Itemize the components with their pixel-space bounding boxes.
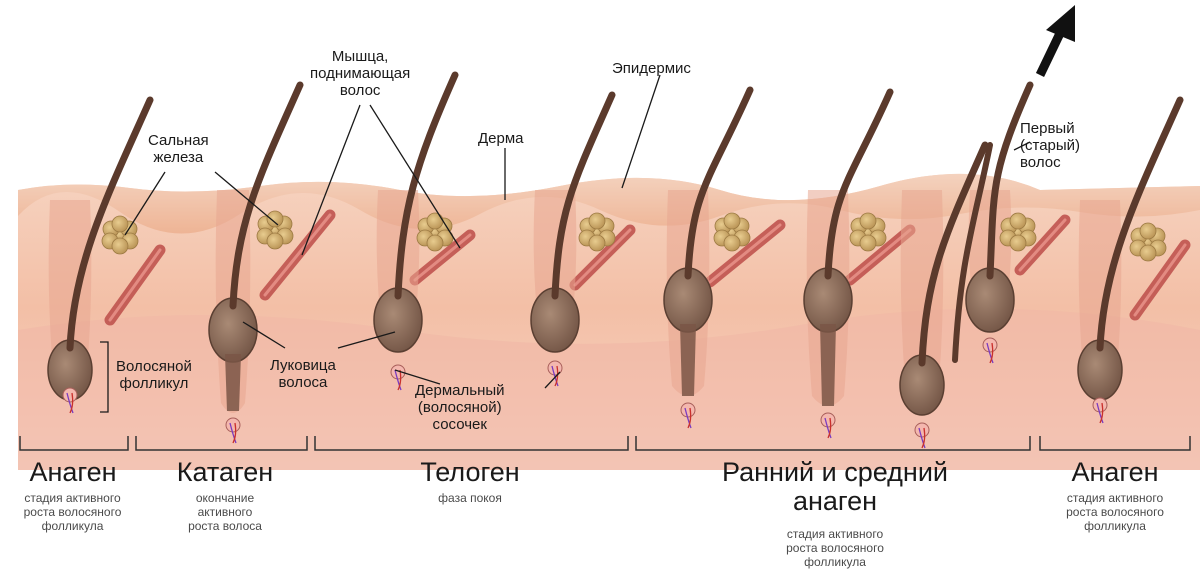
sebaceous-gland-lobe xyxy=(588,234,606,252)
sebaceous-gland-lobe xyxy=(1009,212,1027,230)
papilla-vessel xyxy=(827,417,832,439)
dermal-papilla xyxy=(820,412,836,428)
sebaceous-gland-lobe xyxy=(111,215,129,233)
dermal-papilla xyxy=(225,417,241,433)
papilla-vessel xyxy=(918,427,926,449)
arrector-muscle-highlight xyxy=(1018,218,1067,272)
arrector-muscle-highlight xyxy=(263,213,332,297)
follicle-sheath xyxy=(48,200,92,390)
follicle-sheath xyxy=(900,190,944,405)
growth-arrow-icon xyxy=(1035,5,1075,77)
papilla-vessel xyxy=(232,422,237,444)
stage-anagen-name: Анаген xyxy=(29,457,117,487)
sebaceous-gland-lobe xyxy=(723,212,741,230)
hair-shaft xyxy=(684,86,754,280)
follicle-column xyxy=(820,324,836,406)
follicle-sheath xyxy=(1078,200,1122,390)
papilla-vessel xyxy=(986,342,994,364)
epidermis-label: Эпидермис xyxy=(612,60,691,77)
papilla-vessel xyxy=(69,392,74,414)
papilla-vessel xyxy=(989,342,994,364)
hair-shaft xyxy=(229,81,304,310)
dermal-papilla xyxy=(62,387,78,403)
follicles xyxy=(47,71,1191,449)
dermal-papilla xyxy=(680,402,696,418)
dermis-label: Дерма xyxy=(478,130,524,147)
hair-shaft xyxy=(918,141,989,367)
hair-shaft xyxy=(1096,96,1184,352)
papilla-vessel xyxy=(229,422,237,444)
papilla-vessel xyxy=(1099,402,1104,424)
old-hair-shaft xyxy=(952,142,993,363)
papilla-vessel xyxy=(921,427,926,449)
stage-brackets xyxy=(19,436,1191,451)
papilla-vessel xyxy=(1096,402,1104,424)
dermal-papilla xyxy=(914,422,930,438)
follicle-column xyxy=(225,354,241,411)
stage-telogen-name: Телоген xyxy=(420,457,520,487)
arrector-muscle-highlight xyxy=(708,223,782,284)
arrector-muscle-highlight xyxy=(573,228,632,287)
sebaceous-gland-lobe xyxy=(723,234,741,252)
dermal-papilla xyxy=(982,337,998,353)
sebaceous-gland-lobe xyxy=(266,232,284,250)
stage-telogen-desc: фаза покоя xyxy=(438,491,502,505)
arrector-muscle-highlight xyxy=(1133,243,1187,317)
leader-lines xyxy=(100,74,1031,413)
follicle-column xyxy=(680,324,696,396)
papilla-vessel xyxy=(66,392,74,414)
hair-shaft xyxy=(66,96,154,352)
sebaceous-gland-lobe xyxy=(426,212,444,230)
hair-shaft xyxy=(551,91,616,300)
papilla-vessel xyxy=(394,369,402,391)
sebaceous-gland-lobe xyxy=(859,212,877,230)
papilla-vessel xyxy=(684,407,692,429)
sebaceous-gland-lobe xyxy=(1139,244,1157,262)
sebaceous-gland-lobe xyxy=(111,237,129,255)
sebaceous-gland-lobe xyxy=(1009,234,1027,252)
dermal-papilla xyxy=(1092,397,1108,413)
dermal-papilla-label: Дермальный(волосяной)сосочек xyxy=(415,382,505,433)
arrector-muscle-highlight xyxy=(108,248,162,322)
old-hair-label: Первый(старый)волос xyxy=(1020,120,1081,171)
papilla-vessel xyxy=(554,365,559,387)
sebaceous-gland-lobe xyxy=(588,212,606,230)
stage-catagen-name: Катаген xyxy=(176,457,274,487)
sebaceous-gland-lobe xyxy=(859,234,877,252)
hair-shaft xyxy=(986,81,1034,280)
sebaceous-gland-lobe xyxy=(1139,222,1157,240)
sebaceous-gland-lobe xyxy=(266,210,284,228)
hair-shaft xyxy=(394,71,459,300)
sebaceous-gland-lobe xyxy=(426,234,444,252)
stage-anagen2-name: Анаген xyxy=(1071,457,1159,487)
hair-shaft xyxy=(824,88,894,280)
papilla-vessel xyxy=(687,407,692,429)
arrector-muscle-highlight xyxy=(848,228,912,282)
papilla-vessel xyxy=(824,417,832,439)
arrector-muscle-highlight xyxy=(413,233,472,282)
